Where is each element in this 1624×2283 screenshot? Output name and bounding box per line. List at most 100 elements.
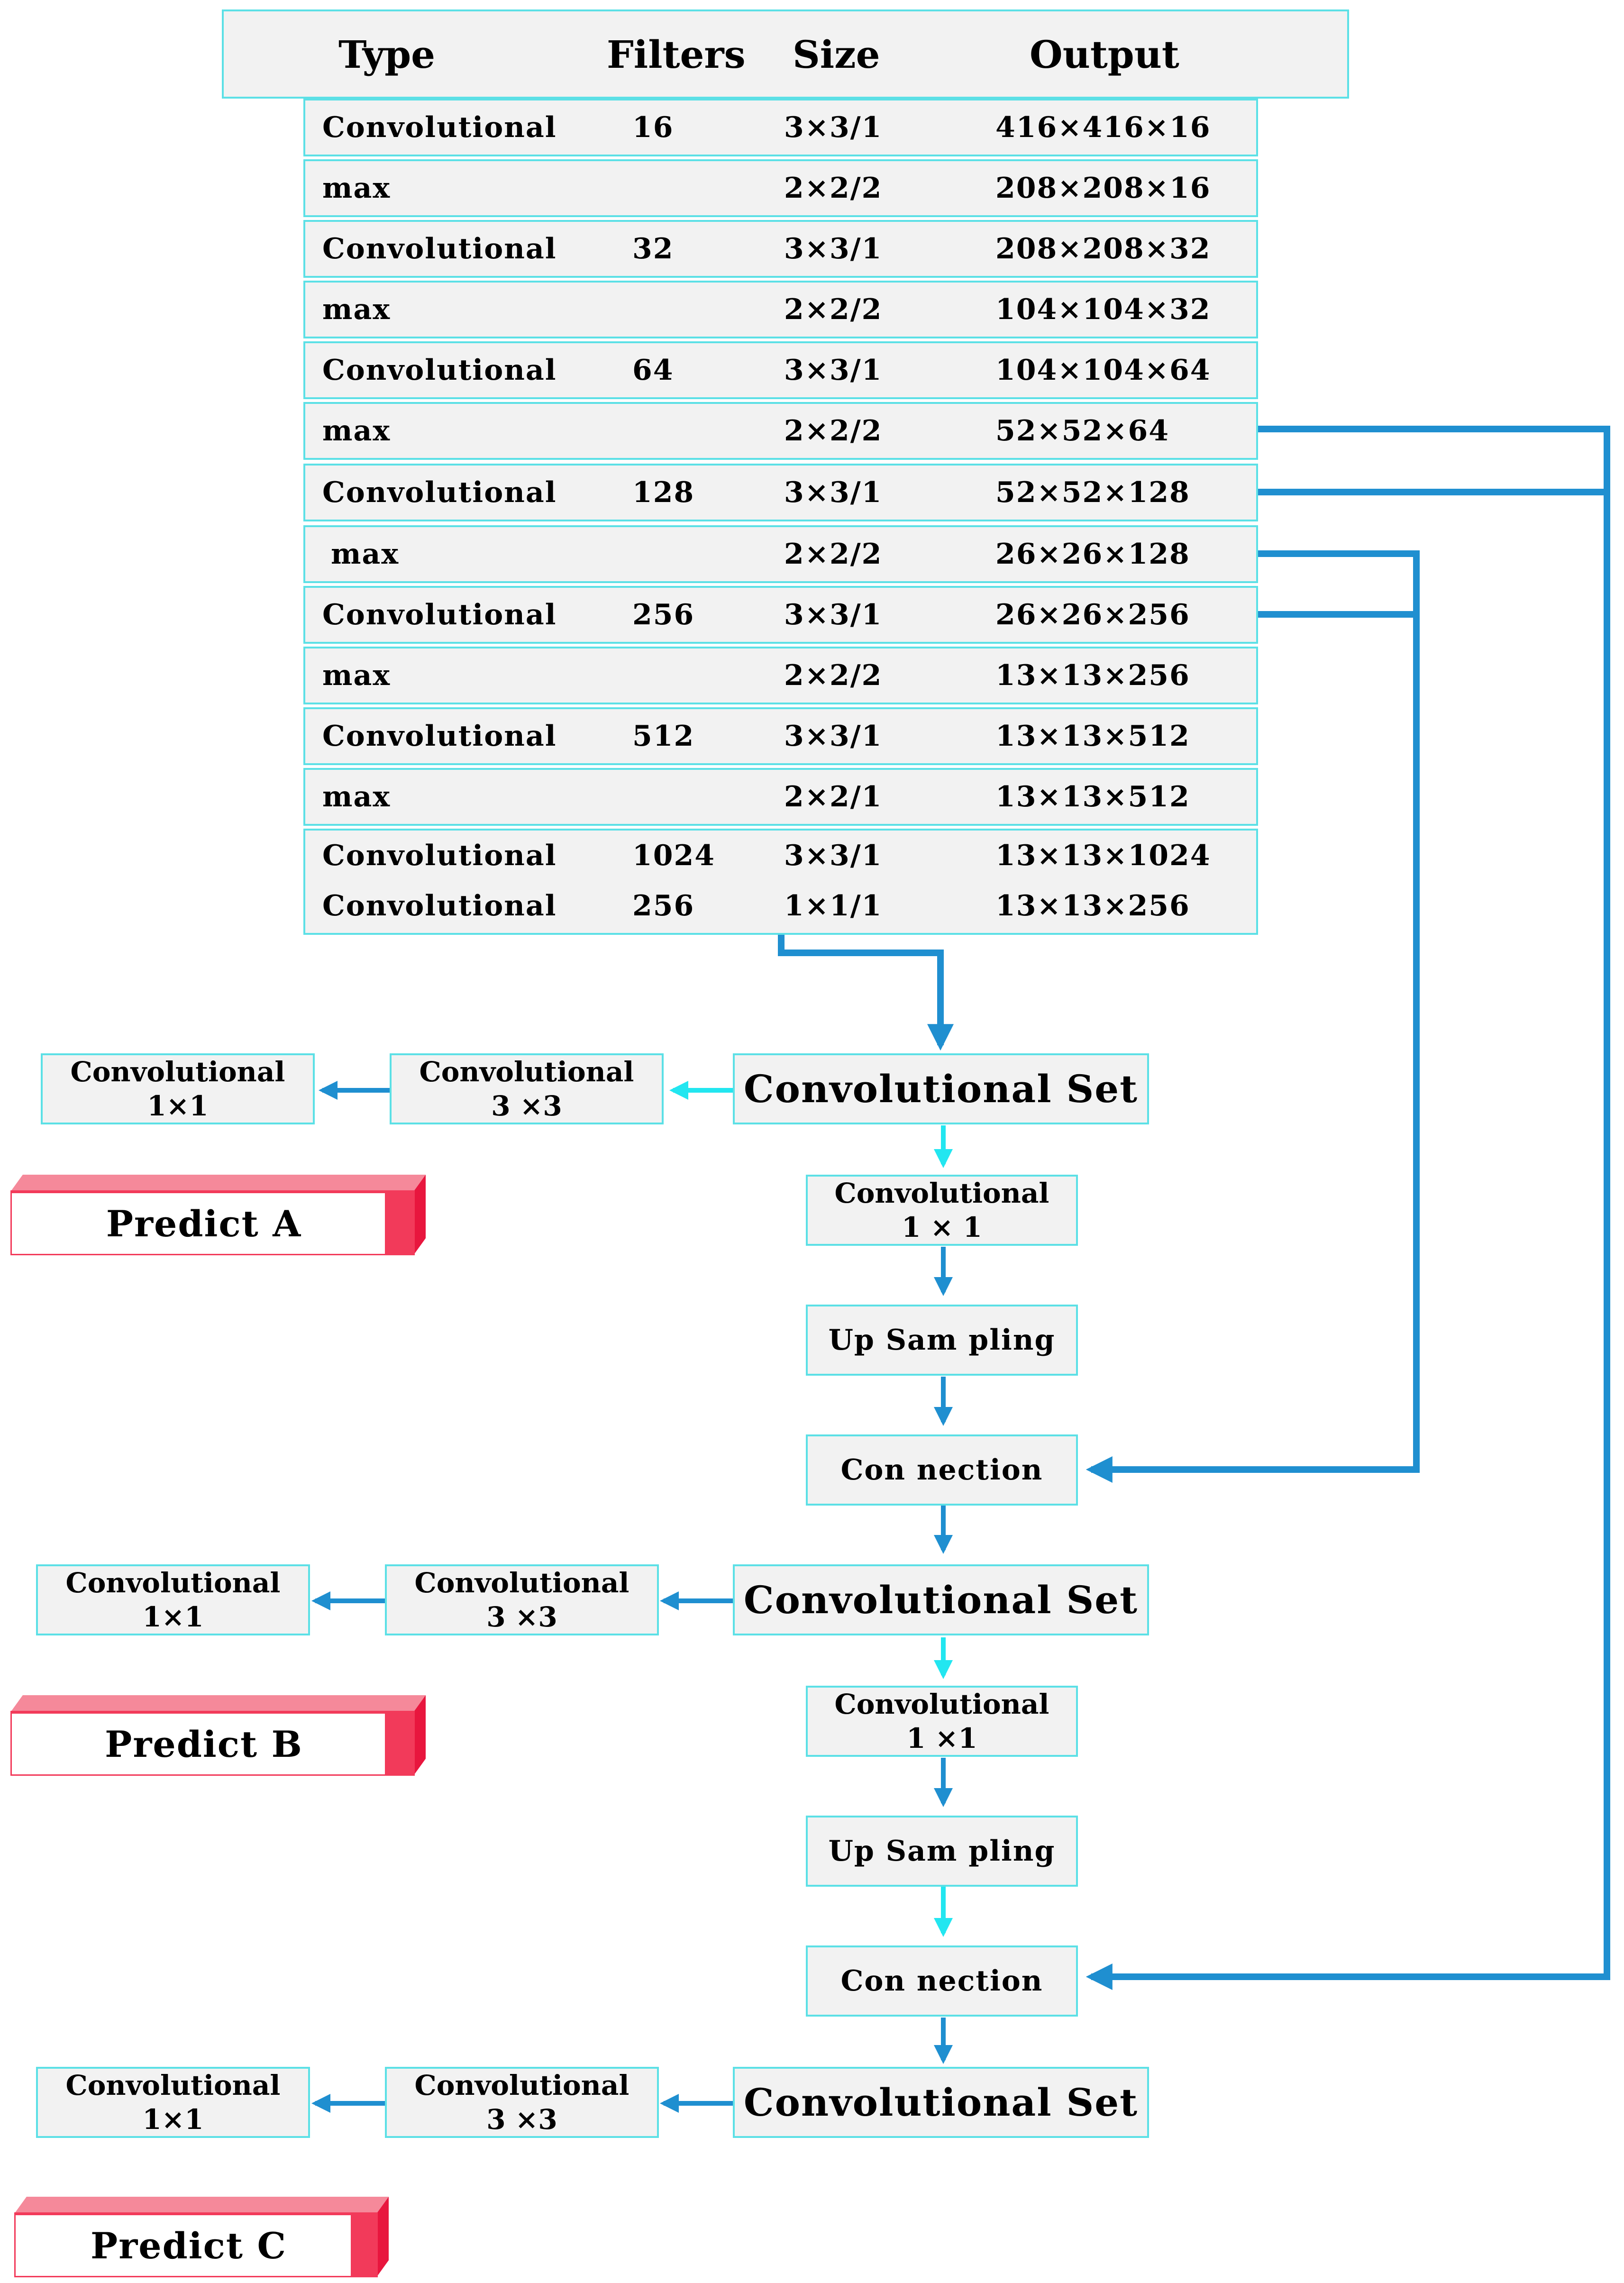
branch-a-conv-3x3: Convolutional 3 ×3 xyxy=(390,1053,664,1124)
branch-b-conv-1x1-name: Convolutional xyxy=(65,1566,281,1599)
cell-type: max xyxy=(322,414,391,447)
skip-bus-outer xyxy=(1086,426,1610,1990)
cell-type: Convolutional xyxy=(322,720,557,753)
branch-c-conv-1x1-kernel: 1×1 xyxy=(142,2103,204,2136)
cell-size: 3×3/1 xyxy=(784,839,883,872)
cell-type: Convolutional xyxy=(322,889,557,922)
cell-size: 2×2/2 xyxy=(784,538,883,571)
predict-b-label: Predict B xyxy=(105,1723,303,1765)
cell-size: 3×3/1 xyxy=(784,232,883,265)
cell-output: 13×13×256 xyxy=(995,889,1190,922)
upsampling-2: Up Sam pling xyxy=(806,1816,1078,1887)
predict-c-shape xyxy=(14,2197,389,2277)
cell-size: 2×2/2 xyxy=(784,659,883,692)
branch-a-conv-3x3-name: Convolutional xyxy=(419,1055,634,1088)
branch-c-conv-3x3-name: Convolutional xyxy=(414,2069,630,2101)
predict-a-label: Predict A xyxy=(106,1202,302,1245)
convolutional-set-3: Convolutional Set xyxy=(733,2067,1149,2138)
predict-a-shape xyxy=(10,1175,426,1255)
cell-type: Convolutional xyxy=(322,598,557,631)
cell-filters: 64 xyxy=(632,354,674,387)
predict-a-block: Predict A xyxy=(10,1175,426,1255)
cell-type: max xyxy=(322,172,391,205)
cell-output: 208×208×16 xyxy=(995,172,1211,205)
cell-type: Convolutional xyxy=(322,232,557,265)
cell-output: 52×52×128 xyxy=(995,476,1190,509)
cell-output: 26×26×256 xyxy=(995,598,1190,631)
header-type: Type xyxy=(338,32,436,77)
conv-1x1-b: Convolutional 1 ×1 xyxy=(806,1686,1078,1757)
cell-filters: 16 xyxy=(632,111,674,144)
cell-output: 104×104×32 xyxy=(995,293,1211,326)
cell-output: 13×13×512 xyxy=(995,780,1190,813)
skip-bus-inner xyxy=(1086,550,1420,1483)
cell-size: 1×1/1 xyxy=(784,889,883,922)
convolutional-set-1: Convolutional Set xyxy=(733,1053,1149,1124)
conv-1x1-a: Convolutional 1 × 1 xyxy=(806,1175,1078,1246)
cell-filters: 32 xyxy=(632,232,674,265)
branch-a-conv-1x1-kernel: 1×1 xyxy=(147,1090,209,1122)
table-row: max 2×2/2 104×104×32 xyxy=(303,281,1258,338)
cell-filters: 256 xyxy=(632,598,695,631)
cell-output: 26×26×128 xyxy=(995,538,1190,571)
cell-filters: 1024 xyxy=(632,839,715,872)
table-row: max 2×2/1 13×13×512 xyxy=(303,768,1258,826)
header-filters: Filters xyxy=(607,32,746,77)
table-row: Convolutional 256 3×3/1 26×26×256 xyxy=(303,586,1258,644)
header-size: Size xyxy=(793,32,880,77)
cell-size: 2×2/1 xyxy=(784,780,883,813)
table-header: Type Filters Size Output xyxy=(222,9,1349,99)
branch-c-conv-3x3: Convolutional 3 ×3 xyxy=(385,2067,659,2138)
cell-type: max xyxy=(322,780,391,813)
branch-b-conv-1x1-kernel: 1×1 xyxy=(142,1601,204,1633)
cell-type: max xyxy=(322,293,391,326)
branch-a-conv-1x1: Convolutional 1×1 xyxy=(41,1053,315,1124)
table-row: Convolutional 128 3×3/1 52×52×128 xyxy=(303,464,1258,521)
predict-b-shape xyxy=(10,1695,426,1776)
cell-size: 3×3/1 xyxy=(784,476,883,509)
cell-output: 208×208×32 xyxy=(995,232,1211,265)
cell-output: 13×13×512 xyxy=(995,720,1190,753)
branch-c-conv-1x1-name: Convolutional xyxy=(65,2069,281,2101)
connection-2: Con nection xyxy=(806,1945,1078,2017)
branch-a-conv-3x3-kernel: 3 ×3 xyxy=(491,1090,562,1122)
table-row: Convolutional 1024 3×3/1 13×13×1024 xyxy=(303,829,1258,881)
table-row: max 2×2/2 52×52×64 xyxy=(303,402,1258,460)
branch-c-conv-1x1: Convolutional 1×1 xyxy=(36,2067,310,2138)
predict-b-block: Predict B xyxy=(10,1695,426,1776)
cell-type: Convolutional xyxy=(322,839,557,872)
cell-filters: 256 xyxy=(632,889,695,922)
conv-1x1-b-name: Convolutional xyxy=(834,1688,1049,1720)
branch-b-conv-3x3-name: Convolutional xyxy=(414,1566,630,1599)
cell-output: 104×104×64 xyxy=(995,354,1211,387)
table-row: Convolutional 32 3×3/1 208×208×32 xyxy=(303,220,1258,278)
branch-b-conv-1x1: Convolutional 1×1 xyxy=(36,1564,310,1635)
conv-1x1-a-name: Convolutional xyxy=(834,1177,1049,1209)
predict-c-label: Predict C xyxy=(91,2224,287,2267)
cell-size: 2×2/2 xyxy=(784,414,883,447)
cell-output: 13×13×1024 xyxy=(995,839,1211,872)
cell-type: Convolutional xyxy=(322,354,557,387)
cell-size: 2×2/2 xyxy=(784,293,883,326)
cell-output: 13×13×256 xyxy=(995,659,1190,692)
cell-output: 52×52×64 xyxy=(995,414,1170,447)
cell-type: Convolutional xyxy=(322,476,557,509)
table-row: Convolutional 256 1×1/1 13×13×256 xyxy=(303,881,1258,935)
connection-1: Con nection xyxy=(806,1434,1078,1506)
cell-size: 3×3/1 xyxy=(784,598,883,631)
branch-b-conv-3x3-kernel: 3 ×3 xyxy=(486,1601,557,1633)
cell-output: 416×416×16 xyxy=(995,111,1211,144)
upsampling-1: Up Sam pling xyxy=(806,1305,1078,1376)
cell-filters: 128 xyxy=(632,476,695,509)
branch-a-conv-1x1-name: Convolutional xyxy=(70,1055,285,1088)
conv-1x1-b-kernel: 1 ×1 xyxy=(906,1722,977,1754)
branch-c-conv-3x3-kernel: 3 ×3 xyxy=(486,2103,557,2136)
predict-c-block: Predict C xyxy=(14,2197,389,2277)
